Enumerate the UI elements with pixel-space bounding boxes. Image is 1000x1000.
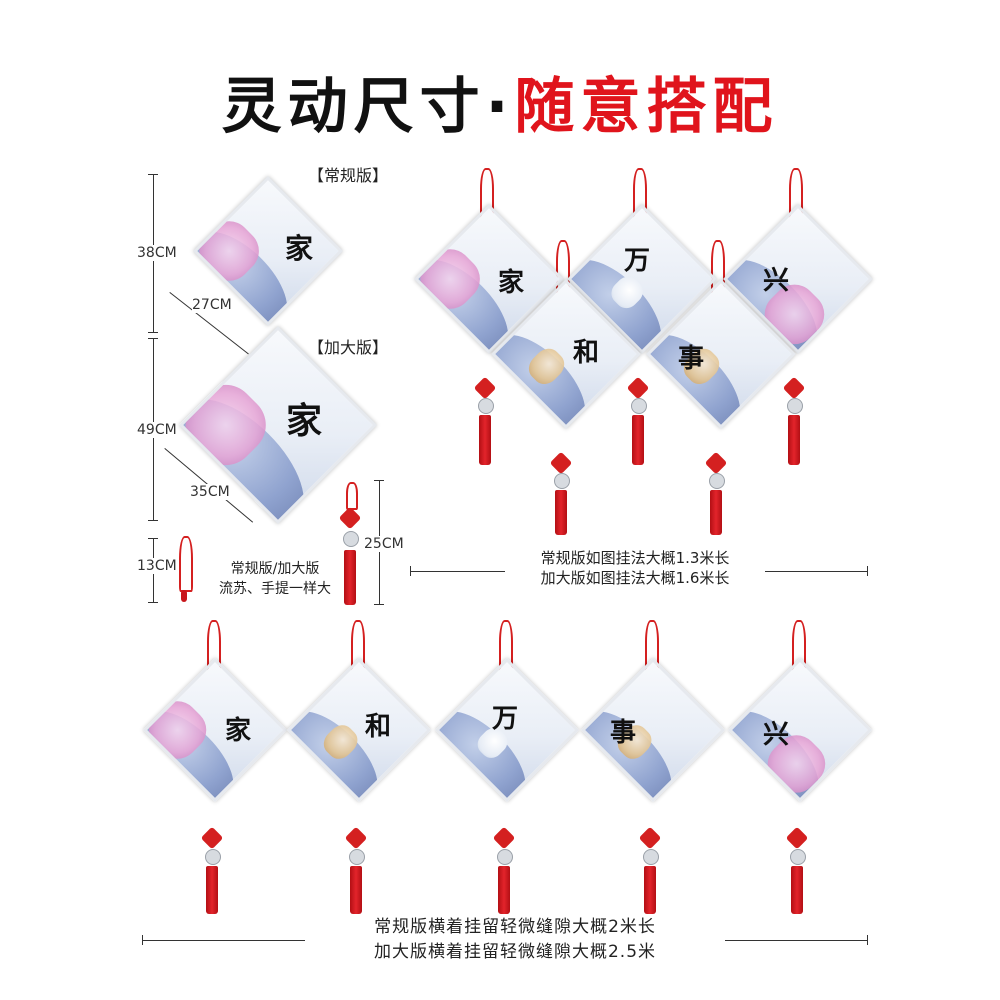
panel-character: 事 bbox=[678, 344, 705, 374]
panel-character: 万 bbox=[492, 704, 519, 734]
chinese-knot bbox=[473, 376, 497, 400]
tick bbox=[148, 520, 158, 521]
panel-character: 和 bbox=[365, 712, 392, 742]
coin-bead bbox=[554, 473, 570, 489]
tick bbox=[374, 604, 384, 605]
tick bbox=[410, 566, 411, 576]
title-part-2: 随意搭配 bbox=[514, 72, 779, 142]
panel-character: 兴 bbox=[763, 720, 790, 750]
coin-bead bbox=[709, 473, 725, 489]
tassel bbox=[498, 866, 510, 914]
tassel-note-line-2: 流苏、手提一样大 bbox=[219, 581, 331, 597]
tassel bbox=[206, 866, 218, 914]
bottom-panel-jia bbox=[142, 657, 288, 803]
chinese-knot bbox=[549, 451, 573, 475]
chinese-knot bbox=[338, 506, 362, 530]
chinese-knot bbox=[785, 826, 809, 850]
tick bbox=[148, 174, 158, 175]
bottom-note: 常规版横着挂留轻微缝隙大概2米长 加大版横着挂留轻微缝隙大概2.5米 bbox=[305, 915, 725, 965]
chinese-knot bbox=[344, 826, 368, 850]
chinese-knot bbox=[638, 826, 662, 850]
bottom-panel-xing bbox=[727, 657, 873, 803]
tassel bbox=[632, 415, 644, 465]
coin-bead bbox=[631, 398, 647, 414]
panel-character: 和 bbox=[573, 338, 600, 368]
chinese-knot bbox=[626, 376, 650, 400]
tassel bbox=[350, 866, 362, 914]
panel-character: 事 bbox=[610, 718, 637, 748]
mid-note-line-1: 常规版如图挂法大概1.3米长 bbox=[540, 549, 730, 567]
panel-character: 万 bbox=[624, 246, 651, 276]
coin-bead bbox=[643, 849, 659, 865]
panel-character: 家 bbox=[225, 716, 252, 746]
tassel bbox=[644, 866, 656, 914]
tassel bbox=[344, 550, 356, 605]
panel-character: 兴 bbox=[763, 266, 790, 296]
coin-bead bbox=[205, 849, 221, 865]
tassel bbox=[791, 866, 803, 914]
tassel bbox=[555, 490, 567, 535]
hanging-cord bbox=[179, 536, 193, 592]
tassel bbox=[788, 415, 800, 465]
cord-bead bbox=[181, 590, 187, 602]
bottom-panel-shi bbox=[580, 657, 726, 803]
coin-bead bbox=[790, 849, 806, 865]
title-part-1: 灵动尺寸· bbox=[221, 72, 515, 142]
panel-character: 家 bbox=[498, 268, 525, 298]
coin-bead bbox=[478, 398, 494, 414]
chinese-knot bbox=[492, 826, 516, 850]
tick bbox=[148, 338, 158, 339]
bottom-note-line-2: 加大版横着挂留轻微缝隙大概2.5米 bbox=[373, 942, 657, 962]
width-large-label: 35CM bbox=[190, 484, 230, 500]
tick bbox=[148, 538, 158, 539]
hanging-cord bbox=[346, 482, 358, 510]
tassel-note: 常规版/加大版 流苏、手提一样大 bbox=[210, 559, 340, 599]
regular-version-label: 【常规版】 bbox=[308, 166, 389, 185]
tick bbox=[148, 602, 158, 603]
cord-length-label: 13CM bbox=[137, 558, 177, 574]
tassel bbox=[710, 490, 722, 535]
coin-bead bbox=[787, 398, 803, 414]
panel-character: 家 bbox=[286, 400, 323, 442]
width-regular-label: 27CM bbox=[192, 297, 232, 313]
chinese-knot bbox=[704, 451, 728, 475]
large-version-label: 【加大版】 bbox=[308, 338, 389, 357]
tick bbox=[867, 935, 868, 945]
panel-character: 家 bbox=[285, 232, 314, 265]
tassel-length-label: 25CM bbox=[364, 536, 404, 552]
tick bbox=[374, 480, 384, 481]
height-large-label: 49CM bbox=[137, 422, 177, 438]
page-title: 灵动尺寸·随意搭配 bbox=[0, 58, 1000, 145]
tick bbox=[148, 332, 158, 333]
tick bbox=[142, 935, 143, 945]
tick bbox=[867, 566, 868, 576]
bottom-note-line-1: 常规版横着挂留轻微缝隙大概2米长 bbox=[374, 917, 656, 937]
chinese-knot bbox=[782, 376, 806, 400]
coin-bead bbox=[349, 849, 365, 865]
bottom-panel-he bbox=[286, 657, 432, 803]
tassel bbox=[479, 415, 491, 465]
mid-note-line-2: 加大版如图挂法大概1.6米长 bbox=[540, 569, 730, 587]
coin-bead bbox=[497, 849, 513, 865]
tassel-note-line-1: 常规版/加大版 bbox=[230, 561, 320, 577]
mid-note: 常规版如图挂法大概1.3米长 加大版如图挂法大概1.6米长 bbox=[505, 548, 765, 588]
coin-bead bbox=[343, 531, 359, 547]
chinese-knot bbox=[200, 826, 224, 850]
height-regular-label: 38CM bbox=[137, 245, 177, 261]
